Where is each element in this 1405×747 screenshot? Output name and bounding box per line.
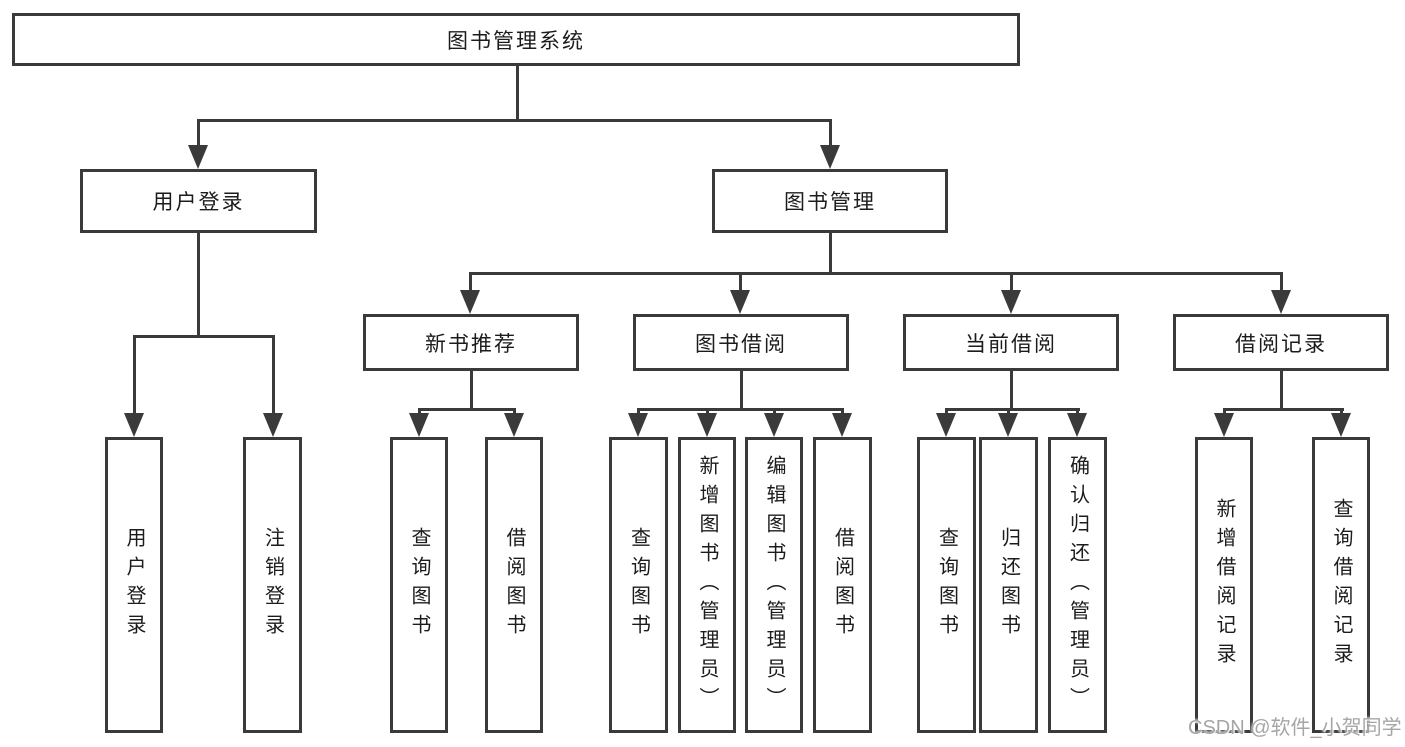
arrowhead-leaf [936,413,956,437]
connector-root-stem [516,65,519,121]
connector-stub [418,408,421,415]
connector-new-book-split [418,408,516,411]
node-book-management-label: 图书管理 [784,191,876,214]
connector-to-leaf-logout [272,335,275,415]
node-root-label: 图书管理系统 [447,29,585,53]
leaf-query-books-current-label: 查询图书 [935,527,958,643]
connector-stub [945,408,948,415]
connector-to-user-login [197,119,200,147]
arrowhead-leaf [764,413,784,437]
node-root: 图书管理系统 [12,13,1020,66]
leaf-add-books-admin-label: 新增图书（管理员） [696,454,718,716]
arrowhead-leaf [1067,413,1087,437]
connector-to-new-book [469,272,472,292]
leaf-add-borrow-record: 新增借阅记录 [1195,437,1253,733]
connector-borrow-records-stem [1280,369,1283,410]
connector-stub [1223,408,1226,415]
node-book-borrow-label: 图书借阅 [695,332,787,356]
leaf-add-borrow-record-label: 新增借阅记录 [1213,498,1235,672]
arrowhead-leaf [998,413,1018,437]
arrowhead-leaf [628,413,648,437]
leaf-edit-books-admin: 编辑图书（管理员） [745,437,803,733]
node-new-book-recommend-label: 新书推荐 [425,332,517,356]
connector-book-management-stem [829,231,832,274]
node-book-management: 图书管理 [712,169,948,233]
leaf-return-books: 归还图书 [979,437,1038,733]
leaf-query-books-current: 查询图书 [917,437,976,733]
connector-to-book-management [829,119,832,147]
connector-current-borrow-split [945,408,1080,411]
arrowhead-new-book [460,290,480,314]
connector-new-book-stem [470,369,473,410]
arrowhead-current-borrow [1001,290,1021,314]
leaf-return-books-label: 归还图书 [997,527,1020,643]
connector-to-leaf-user-login [133,335,136,415]
node-user-login: 用户登录 [80,169,317,233]
leaf-query-books-borrow-label: 查询图书 [627,527,650,643]
arrowhead-book-borrow [730,290,750,314]
node-book-borrow: 图书借阅 [633,314,849,371]
leaf-query-borrow-record: 查询借阅记录 [1312,437,1370,733]
leaf-confirm-return-admin-label: 确认归还（管理员） [1066,454,1089,716]
leaf-query-books-recommend: 查询图书 [390,437,448,733]
connector-stub [773,408,776,415]
arrowhead-borrow-records [1271,290,1291,314]
watermark: CSDN @软件_小贺同学 [1188,717,1402,739]
leaf-user-login: 用户登录 [105,437,163,733]
arrowhead-leaf [697,413,717,437]
leaf-user-login-label: 用户登录 [123,527,145,643]
node-new-book-recommend: 新书推荐 [363,314,579,371]
arrowhead-book-management [820,145,840,169]
leaf-borrow-books-recommend-label: 借阅图书 [503,527,525,643]
connector-borrow-records-split [1223,408,1344,411]
connector-book-borrow-split [637,408,844,411]
connector-root-split [197,119,832,122]
connector-to-current-borrow [1010,272,1013,292]
leaf-borrow-books-label: 借阅图书 [831,527,854,643]
node-current-borrow-label: 当前借阅 [965,332,1057,356]
leaf-confirm-return-admin: 确认归还（管理员） [1048,437,1107,733]
leaf-logout: 注销登录 [243,437,302,733]
connector-stub [1007,408,1010,415]
connector-to-borrow-records [1280,272,1283,292]
node-current-borrow: 当前借阅 [903,314,1119,371]
leaf-borrow-books: 借阅图书 [813,437,872,733]
arrowhead-leaf [409,413,429,437]
leaf-borrow-books-recommend: 借阅图书 [485,437,543,733]
arrowhead-leaf [1214,413,1234,437]
leaf-query-books-borrow: 查询图书 [609,437,668,733]
connector-to-book-borrow [739,272,742,292]
arrowhead-leaf-user-login [124,413,144,437]
leaf-logout-label: 注销登录 [261,527,284,643]
leaf-add-books-admin: 新增图书（管理员） [678,437,736,733]
connector-user-login-stem [197,231,200,337]
connector-user-login-split [133,335,275,338]
connector-stub [1340,408,1343,415]
arrowhead-leaf [504,413,524,437]
connector-book-management-split [469,272,1282,275]
arrowhead-leaf [832,413,852,437]
leaf-query-books-recommend-label: 查询图书 [408,527,430,643]
node-borrow-records: 借阅记录 [1173,314,1389,371]
connector-stub [1076,408,1079,415]
connector-stub [706,408,709,415]
arrowhead-user-login [188,145,208,169]
leaf-query-borrow-record-label: 查询借阅记录 [1330,498,1352,672]
arrowhead-leaf-logout [263,413,283,437]
connector-stub [637,408,640,415]
connector-book-borrow-stem [740,369,743,410]
arrowhead-leaf [1331,413,1351,437]
connector-stub [841,408,844,415]
connector-current-borrow-stem [1010,369,1013,410]
connector-stub [513,408,516,415]
leaf-edit-books-admin-label: 编辑图书（管理员） [763,454,785,716]
node-user-login-label: 用户登录 [152,191,245,214]
node-borrow-records-label: 借阅记录 [1235,332,1327,356]
